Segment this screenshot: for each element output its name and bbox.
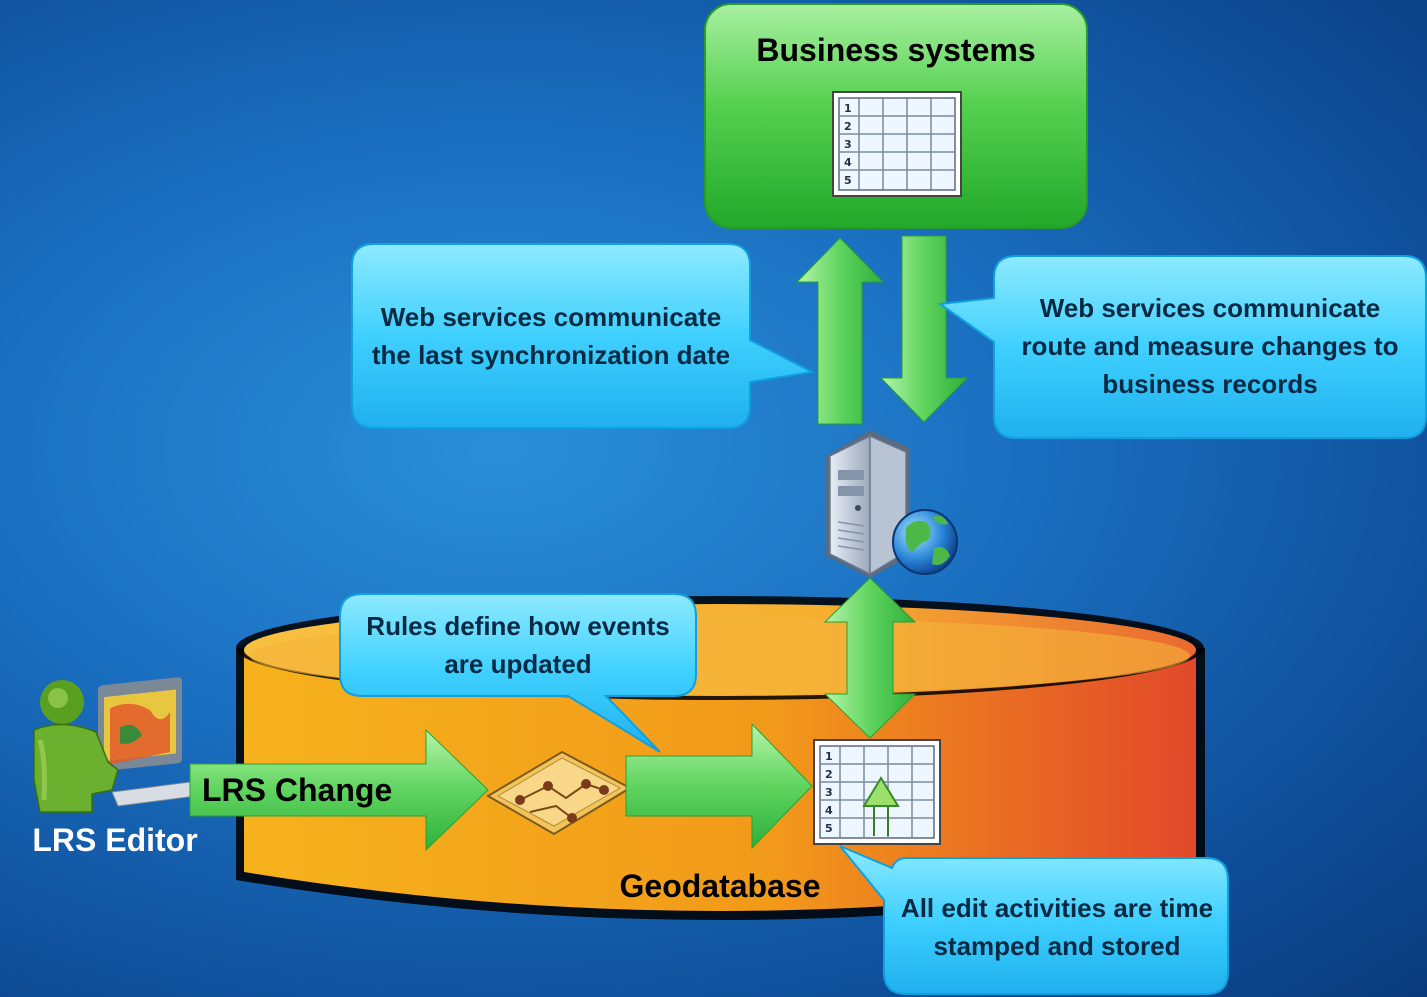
editor-person-icon — [33, 677, 197, 813]
callout-time-stamped — [839, 845, 1229, 995]
callout-route-changes — [937, 255, 1427, 439]
callout-time-stamped-text: All edit activities are time stamped and… — [900, 893, 1214, 961]
svg-text:1: 1 — [825, 750, 833, 763]
svg-text:1: 1 — [844, 102, 852, 115]
svg-text:2: 2 — [844, 120, 852, 133]
callout-sync-date — [351, 243, 816, 429]
svg-text:4: 4 — [825, 804, 833, 817]
svg-text:3: 3 — [844, 138, 852, 151]
workflow-map-icon — [486, 750, 633, 836]
up-arrow — [795, 237, 885, 425]
svg-text:5: 5 — [844, 174, 852, 187]
table-icon: 1 2 3 4 5 — [832, 91, 962, 197]
business-systems-title: Business systems — [756, 32, 1036, 68]
lrs-change-label: LRS Change — [202, 772, 393, 808]
svg-text:3: 3 — [825, 786, 833, 799]
table-with-triangle-icon: 1 2 3 4 5 — [813, 739, 941, 845]
callout-rules — [339, 593, 697, 753]
svg-text:5: 5 — [825, 822, 833, 835]
double-arrow — [823, 577, 917, 739]
callout-rules-text: Rules define how events are updated — [366, 611, 670, 679]
update-arrow — [625, 722, 813, 850]
lrs-change-arrow — [189, 728, 489, 852]
down-arrow — [879, 235, 969, 423]
callout-sync-date-text: Web services communicate the last synchr… — [371, 302, 731, 370]
geodatabase-label: Geodatabase — [619, 868, 821, 904]
server-icon — [826, 430, 910, 578]
svg-text:4: 4 — [844, 156, 852, 169]
callout-route-changes-text: Web services communicate route and measu… — [1021, 293, 1399, 399]
svg-text:2: 2 — [825, 768, 833, 781]
globe-icon — [892, 509, 958, 575]
editor-label: LRS Editor — [32, 822, 198, 858]
